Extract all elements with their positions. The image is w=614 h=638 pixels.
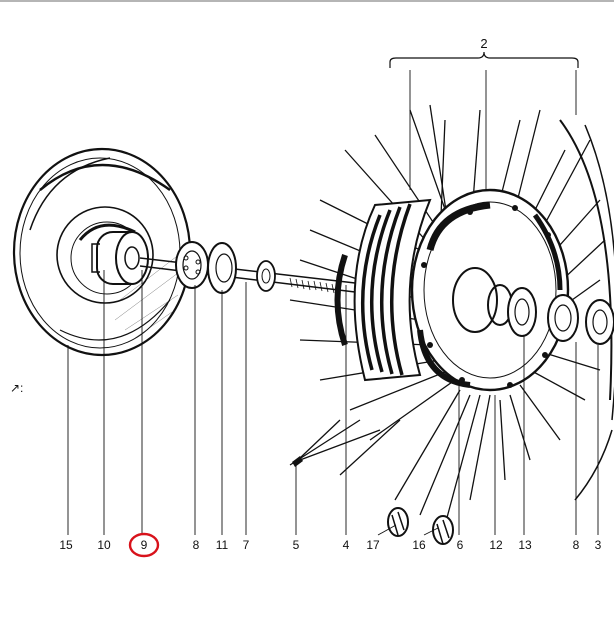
highlight-circle [128, 532, 160, 558]
callout-9: 9 [141, 538, 148, 552]
spoke-nipple-part-17 [387, 507, 409, 537]
leader-lines [67, 70, 599, 536]
spindle-assembly [139, 241, 356, 294]
callout-6: 6 [457, 538, 464, 552]
top-border [0, 0, 614, 2]
callout-3: 3 [595, 538, 602, 552]
wheel-hub-shell [289, 104, 614, 526]
callout-labels: 15 10 9 8 11 7 5 4 17 16 6 12 13 8 3 [59, 532, 602, 558]
callout-11: 11 [216, 538, 229, 552]
callout-12: 12 [489, 538, 503, 552]
callout-4: 4 [343, 538, 350, 552]
callout-17: 17 [366, 538, 380, 552]
bearing-part-8-right [547, 294, 579, 342]
side-mark: ↗: [10, 381, 23, 395]
callout-5: 5 [293, 538, 300, 552]
spoke-group-bracket: 2 [389, 36, 579, 68]
callout-15: 15 [59, 538, 73, 552]
callout-10: 10 [97, 538, 111, 552]
spacer-part-11 [207, 242, 237, 294]
washer-part-7 [256, 260, 276, 292]
callout-8: 8 [193, 538, 200, 552]
bracket-label: 2 [480, 36, 487, 51]
spoke-part-5 [292, 419, 341, 467]
callout-13: 13 [518, 538, 532, 552]
bearing-part-8 [175, 241, 209, 289]
hub-boss-part-10 [56, 206, 154, 304]
callout-16: 16 [412, 538, 426, 552]
spoke-nipple-part-16 [432, 515, 454, 545]
callout-8-right: 8 [573, 538, 580, 552]
callout-7: 7 [243, 538, 250, 552]
nut-part-3 [585, 299, 614, 345]
